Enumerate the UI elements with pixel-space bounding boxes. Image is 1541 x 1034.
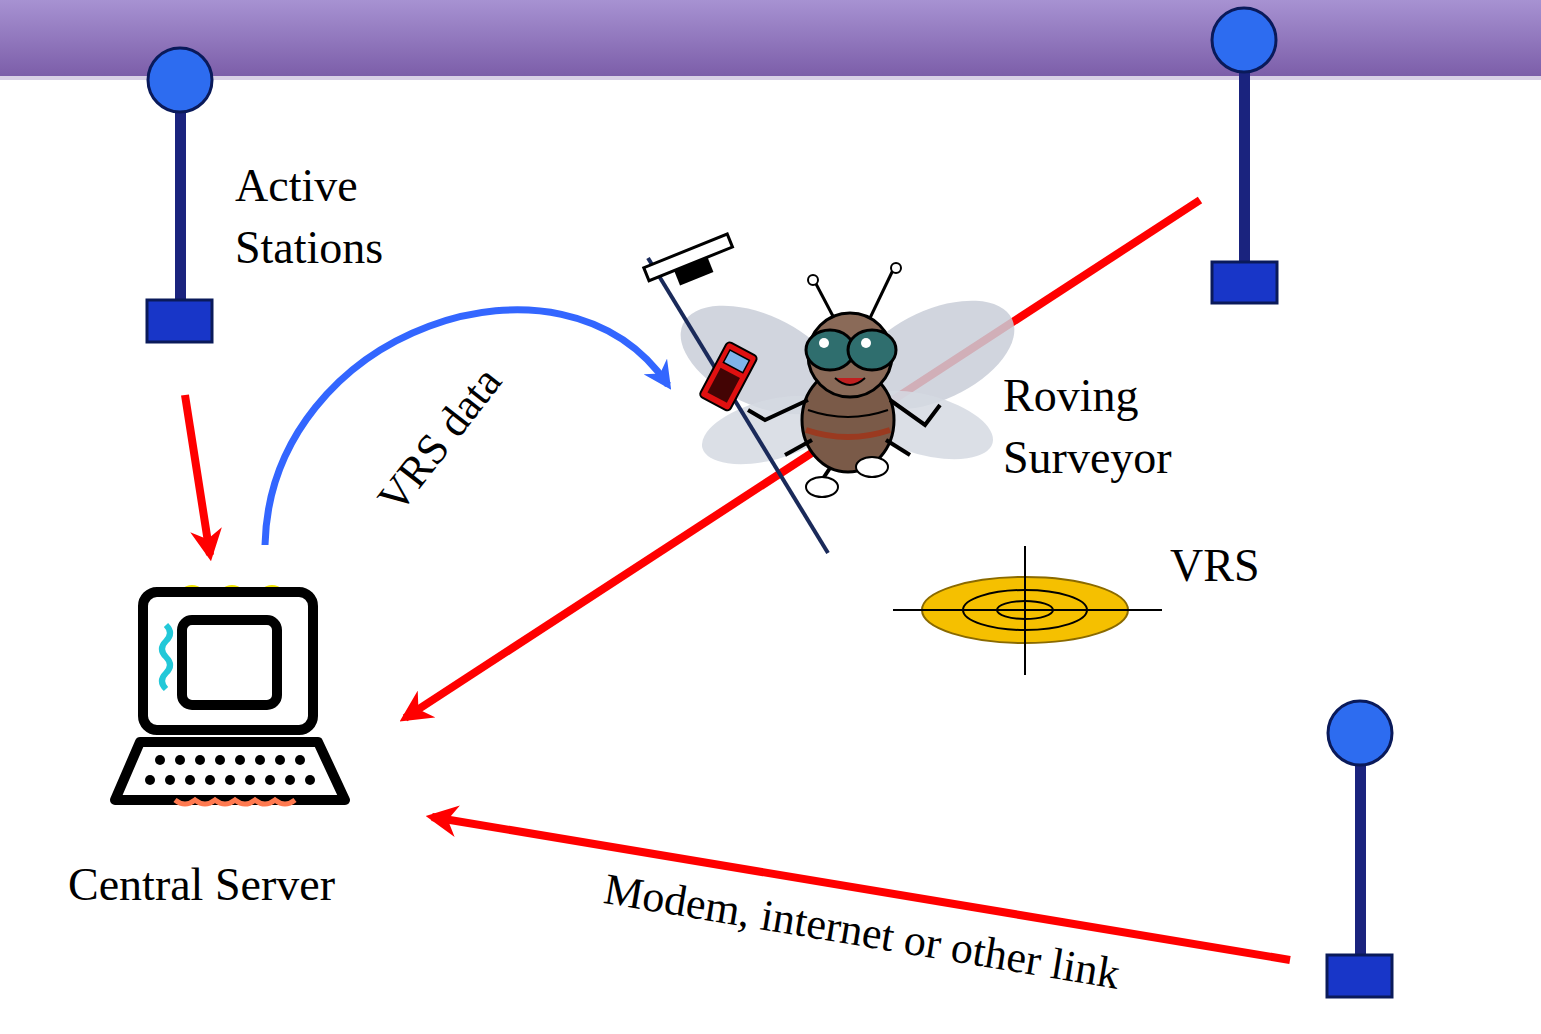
station-group: Active Stations — [145, 45, 415, 345]
node-label: Active Stations — [235, 155, 405, 279]
active-station — [1212, 8, 1277, 303]
link-note: Modem, internet or other link — [601, 864, 1124, 999]
surveyor-bug — [644, 234, 1031, 553]
node-label: Central Server — [68, 854, 335, 916]
link-arrow — [265, 310, 668, 545]
surveyor: Roving Surveyor — [660, 230, 1209, 560]
computer-icon — [115, 588, 345, 804]
link-arrow — [185, 395, 210, 555]
active-station — [147, 48, 212, 342]
vrs-target — [893, 546, 1162, 675]
edge-label: VRS data — [368, 358, 512, 523]
node-label: VRS — [1170, 535, 1259, 597]
active-station — [1327, 701, 1392, 997]
central-server: Central Server — [60, 575, 380, 922]
band-shadow — [0, 76, 1541, 80]
vrs-point: VRS — [890, 540, 1280, 680]
node-label: Roving Surveyor — [1003, 365, 1203, 489]
title-band — [0, 0, 1541, 76]
